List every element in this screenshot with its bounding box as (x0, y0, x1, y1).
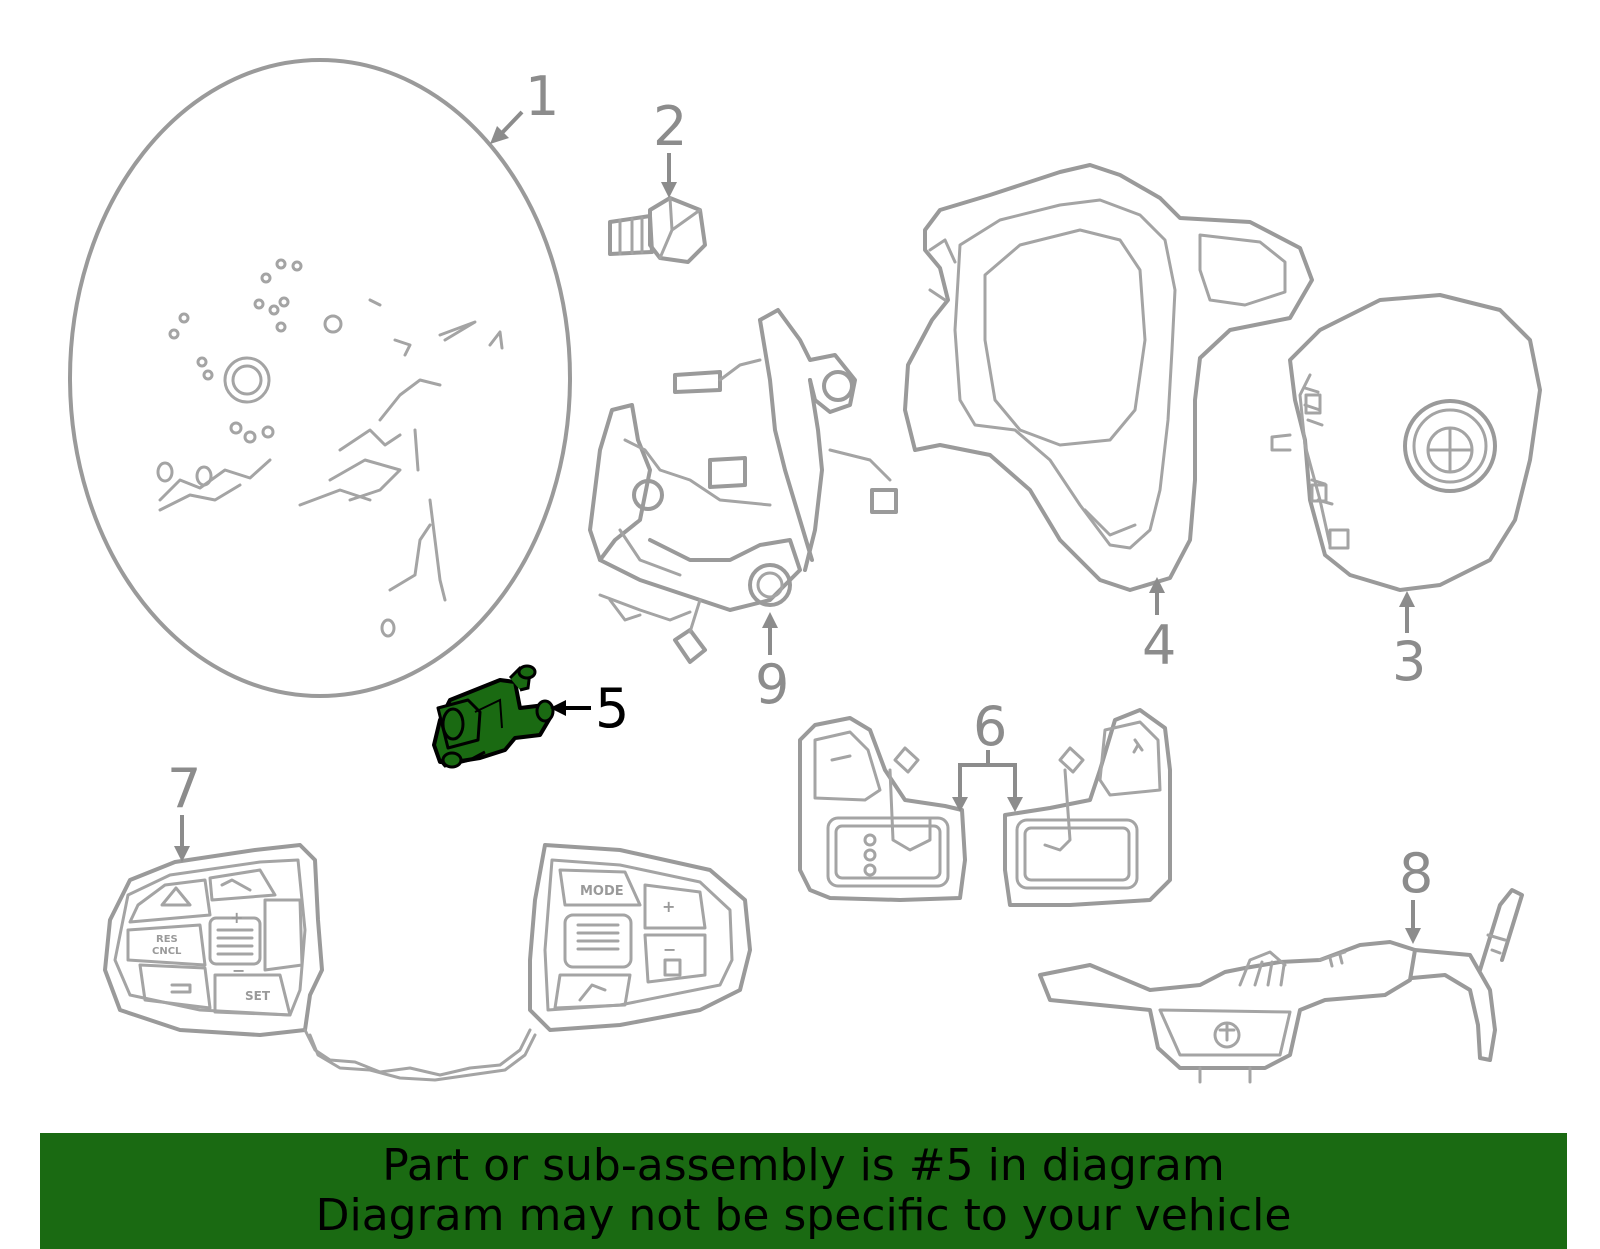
right-plus-label: + (662, 897, 675, 916)
part-6-paddle-shifters[interactable] (798, 708, 1172, 907)
banner-line-1: Part or sub-assembly is #5 in diagram (382, 1140, 1225, 1191)
callout-9: 9 (755, 612, 789, 716)
callout-8-label: 8 (1399, 842, 1433, 905)
part-2-bolt[interactable] (608, 196, 707, 264)
callout-6: 6 (952, 695, 1023, 812)
callout-8: 8 (1399, 842, 1433, 944)
callout-4-label: 4 (1142, 614, 1176, 677)
part-1-steering-wheel[interactable] (68, 58, 572, 698)
left-plus-label: + (230, 908, 243, 927)
callout-9-label: 9 (755, 653, 789, 716)
callout-7: 7 (167, 757, 201, 862)
set-button-label: SET (245, 989, 271, 1003)
callout-7-label: 7 (167, 757, 201, 820)
callout-2-label: 2 (653, 95, 687, 158)
banner-line-2: Diagram may not be specific to your vehi… (315, 1190, 1292, 1241)
callout-6-label: 6 (973, 695, 1007, 758)
callout-3-label: 3 (1392, 630, 1426, 693)
callout-4: 4 (1142, 577, 1176, 677)
part-5-highlighted-component[interactable] (432, 664, 555, 769)
callout-1: 1 (490, 65, 559, 144)
part-4-trim-cover[interactable] (903, 163, 1314, 592)
cncl-button-label: CNCL (152, 946, 182, 957)
callout-2: 2 (653, 95, 687, 198)
callout-5-label: 5 (595, 677, 629, 740)
info-banner: Part or sub-assembly is #5 in diagram Di… (40, 1133, 1567, 1249)
part-8-lower-trim[interactable] (1038, 888, 1524, 1084)
part-7-multifunction-switches[interactable]: RES CNCL SET + − MODE + − (103, 843, 752, 1082)
mode-button-label: MODE (580, 884, 624, 899)
part-9-harness-frame[interactable] (588, 308, 898, 664)
right-minus-label: − (663, 940, 676, 959)
callout-3: 3 (1392, 591, 1426, 693)
res-button-label: RES (156, 934, 178, 945)
callout-5: 5 (550, 677, 629, 740)
left-minus-label: − (232, 961, 245, 980)
part-3-airbag[interactable] (1270, 293, 1542, 592)
callout-1-label: 1 (525, 65, 559, 128)
